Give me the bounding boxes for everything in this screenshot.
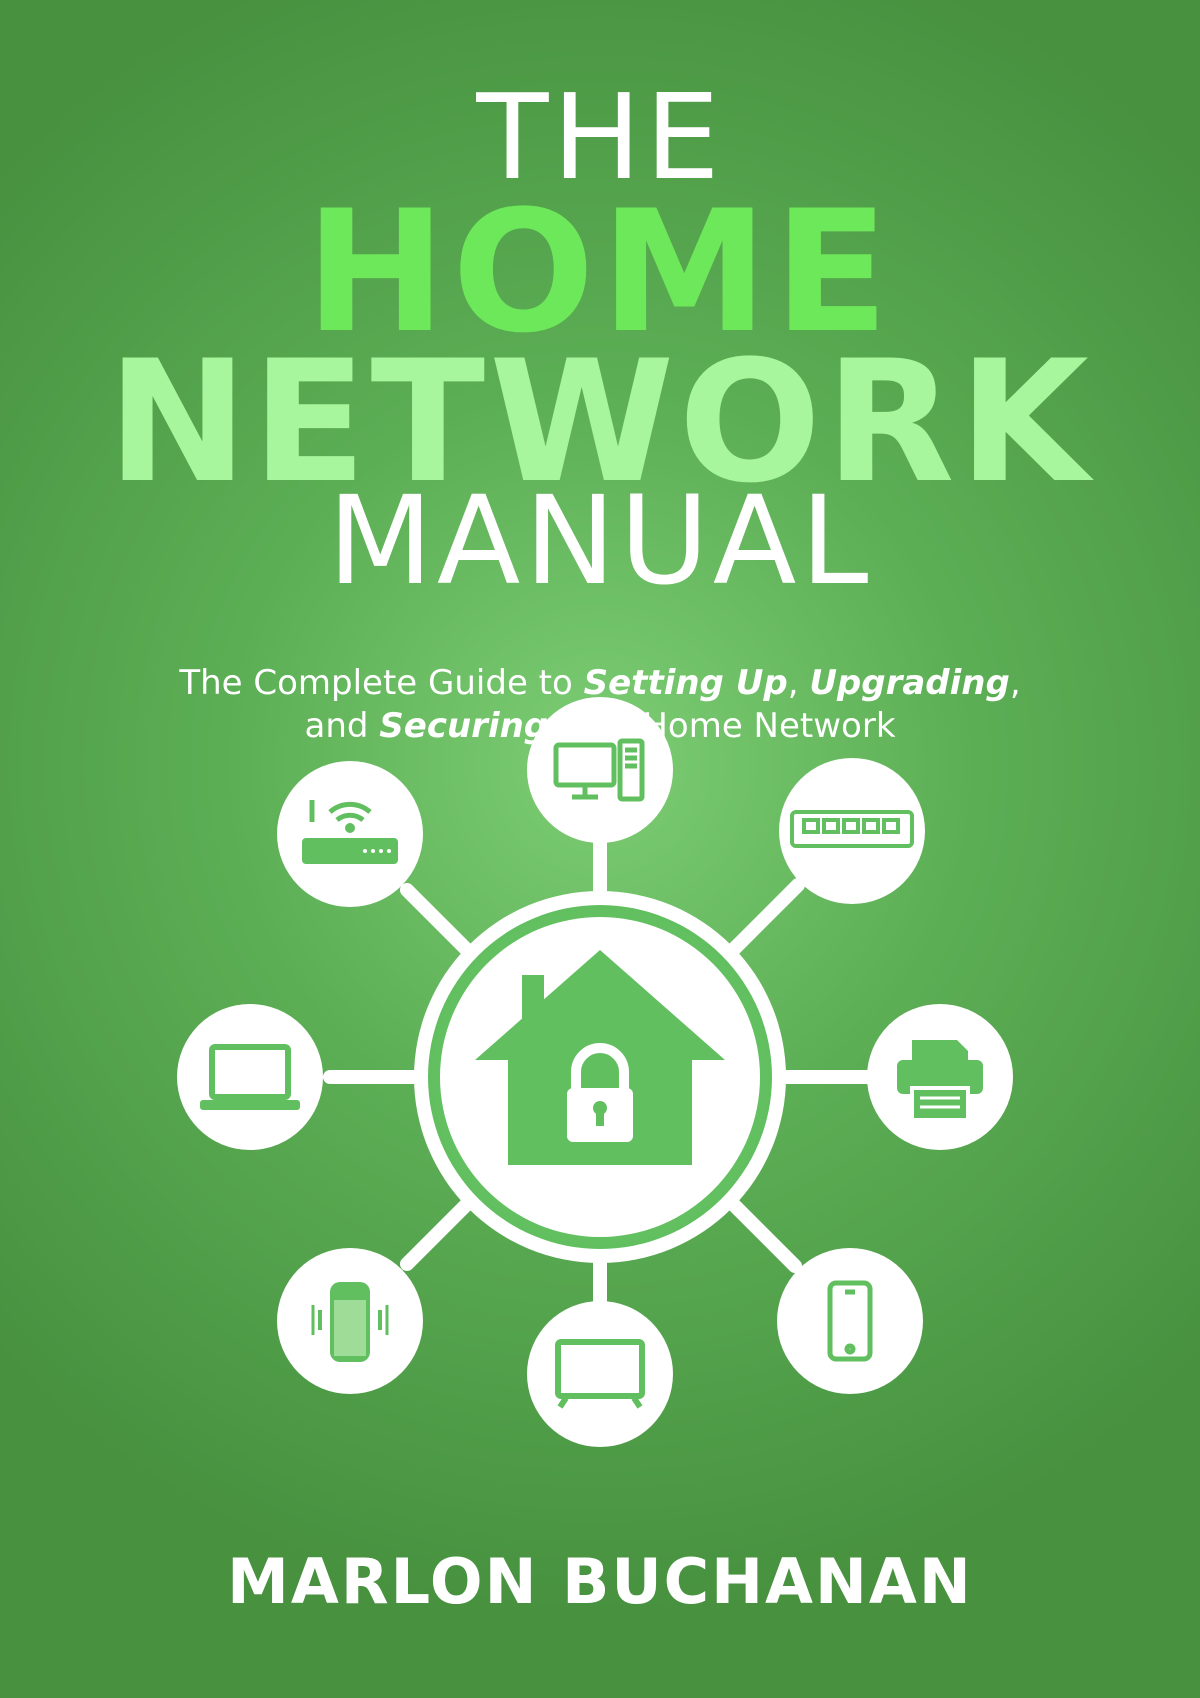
smartphone-icon (827, 1280, 873, 1362)
device-node-laptop (177, 1004, 323, 1150)
subtitle-emphasis-securing: Securing (379, 706, 549, 746)
subtitle-text: The Complete Guide to (179, 663, 584, 703)
subtitle-text: , (1009, 663, 1021, 703)
television-icon (555, 1339, 645, 1409)
subtitle-emphasis-upgrading: Upgrading (809, 663, 1010, 703)
device-node-switch (779, 758, 925, 904)
title-the: THE (476, 68, 724, 206)
subtitle-text: , (787, 663, 810, 703)
author-name: MARLON BUCHANAN (227, 1545, 973, 1618)
title-home: HOME (305, 174, 895, 370)
house-lock-icon (475, 950, 725, 1165)
device-node-printer (867, 1004, 1013, 1150)
desktop-computer-icon (553, 738, 645, 802)
device-node-router (277, 761, 423, 907)
device-node-desktop (527, 697, 673, 843)
title-manual: MANUAL (327, 470, 873, 612)
center-hub (414, 891, 786, 1263)
subtitle-emphasis-setting-up: Setting Up (583, 663, 788, 703)
subtitle-line-1: The Complete Guide to Setting Up, Upgrad… (0, 663, 1200, 703)
title-network: NETWORK (107, 324, 1093, 520)
printer-icon (897, 1040, 983, 1122)
subtitle-text: and (304, 706, 380, 746)
wifi-router-icon (302, 800, 398, 864)
device-node-phone (777, 1248, 923, 1394)
device-node-tv (527, 1301, 673, 1447)
smart-speaker-icon (311, 1282, 389, 1362)
network-switch-icon (790, 810, 914, 848)
device-node-speaker (277, 1248, 423, 1394)
laptop-icon (200, 1044, 300, 1110)
